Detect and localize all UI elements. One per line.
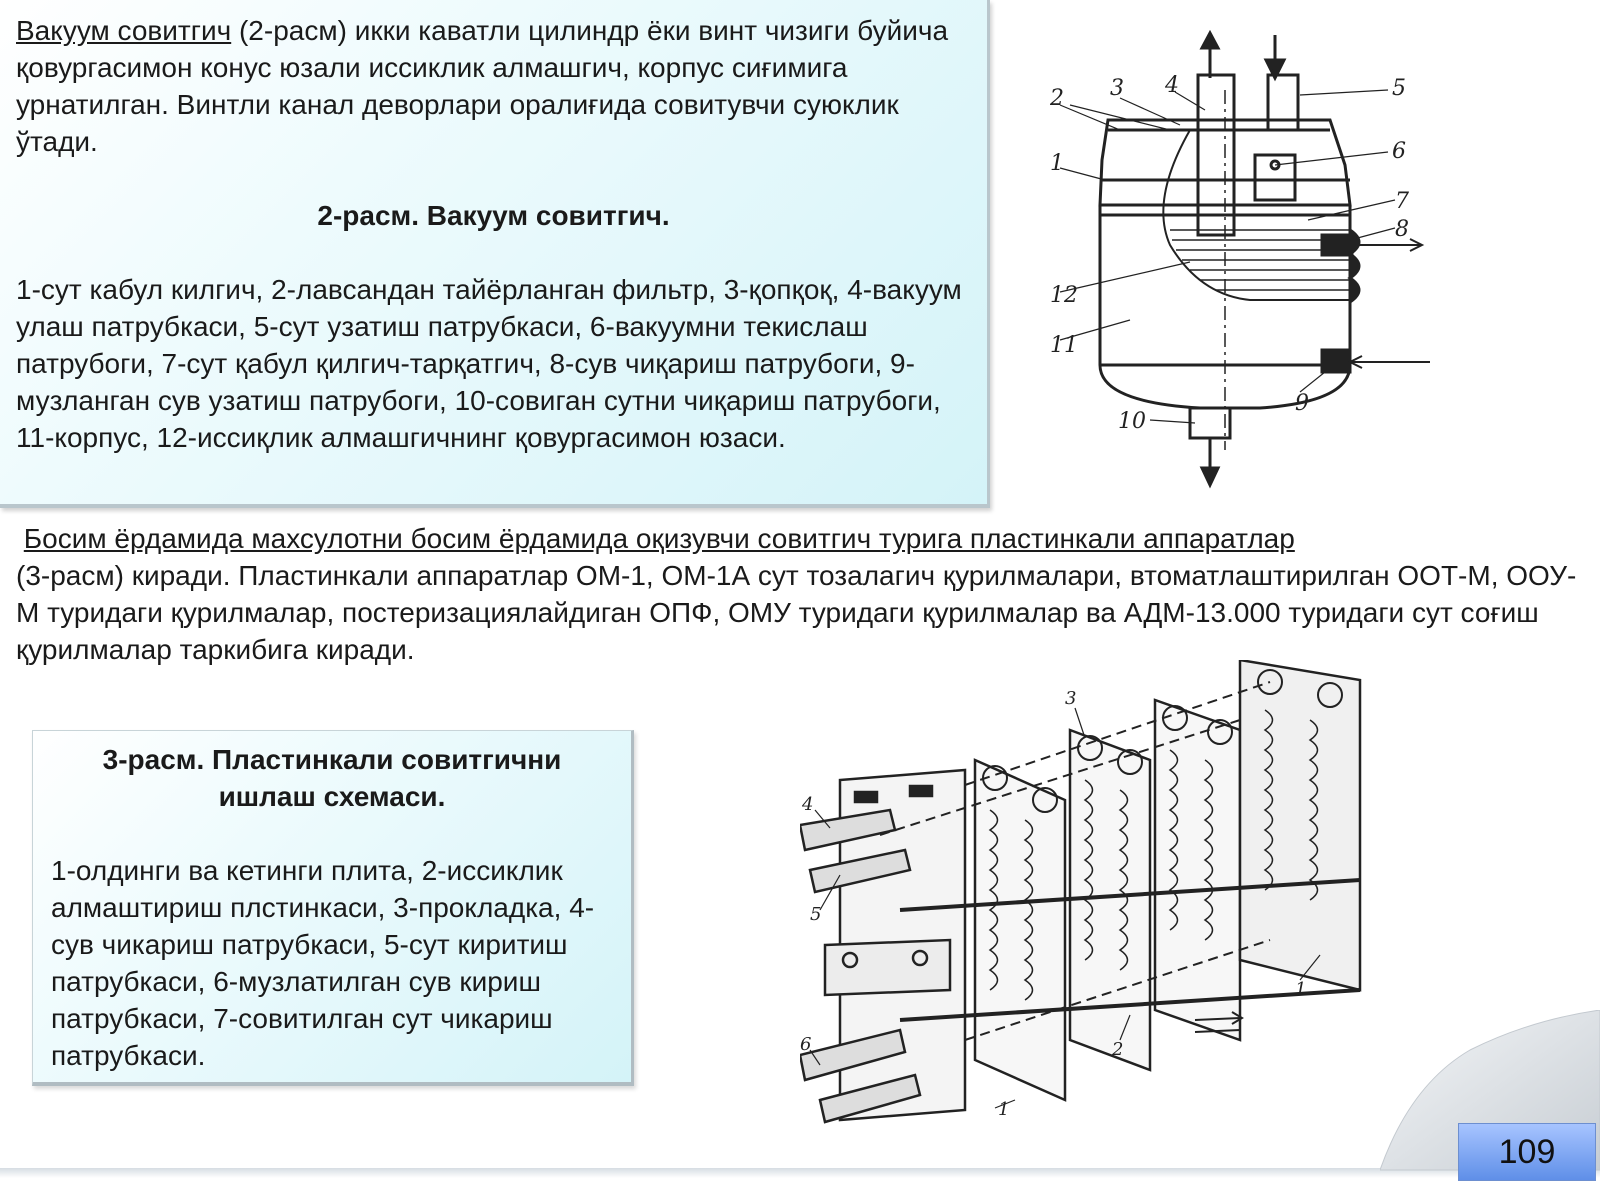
heat-plate-3 (1153, 698, 1242, 1042)
pipe-5 (808, 848, 912, 894)
fig3-label-6: 6 (800, 1034, 811, 1055)
fig2-label-12: 12 (1050, 283, 1078, 308)
figure3-legend: 1-олдинги ва кетинги плита, 2-иссиклик а… (51, 855, 595, 1071)
plate-apparatus-section: Босим ёрдамида махсулотни босим ёрдамида… (16, 520, 1586, 668)
page-number: 109 (1458, 1123, 1596, 1181)
fig3-label-1-front: 1 (998, 1099, 1009, 1120)
chilled-water-inlet-fitting (1320, 348, 1352, 374)
pipe-6 (800, 1028, 907, 1082)
section2-title: Босим ёрдамида махсулотни босим ёрдамида… (23, 523, 1295, 554)
plate-cooler-diagram: 3 4 5 6 2 1 1 (800, 660, 1362, 1124)
figure3-caption-line1: 3-расм. Пластинкали совитгични (102, 744, 562, 775)
fig2-label-7: 7 (1395, 189, 1409, 214)
section1-intro-text: (2-расм) икки каватли цилиндр ёки винт ч… (16, 15, 949, 157)
section2-body: (3-расм) киради. Пластинкали аппаратлар … (16, 560, 1577, 665)
fig2-label-2: 2 (1050, 86, 1064, 111)
back-plate (1238, 660, 1362, 992)
milk-inlet-pipe (1266, 73, 1300, 132)
fig2-label-3: 3 (1110, 76, 1124, 101)
pipe-7 (818, 1073, 922, 1124)
figure2-caption: 2-расм. Вакуум совитгич. (317, 200, 670, 231)
slide-bottom-edge (0, 1168, 1600, 1178)
fig2-label-4: 4 (1164, 73, 1179, 98)
vacuum-equalizer-pipe (1253, 153, 1297, 202)
fig2-label-5: 5 (1392, 76, 1406, 101)
pipe-4 (800, 808, 897, 852)
fig3-label-3: 3 (1065, 688, 1076, 709)
figure2-text-panel: Вакуум совитгич (2-расм) икки каватли ци… (0, 0, 990, 508)
vacuum-cooler-diagram: 2 3 4 5 6 7 8 1 12 11 9 10 (1050, 30, 1430, 489)
figure2-legend: 1-сут кабул килгич, 2-лавсандан тайёрлан… (16, 274, 962, 453)
section1-title: Вакуум совитгич (16, 15, 232, 46)
figure3-caption-line2: ишлаш схемаси. (218, 781, 446, 812)
section1-intro: Вакуум совитгич (2-расм) икки каватли ци… (16, 12, 971, 160)
fig3-label-5: 5 (810, 904, 821, 925)
fig3-label-1-back: 1 (1295, 979, 1306, 1000)
fig2-label-8: 8 (1395, 217, 1409, 242)
fig2-label-6: 6 (1392, 139, 1406, 164)
fig3-label-2: 2 (1111, 1039, 1123, 1060)
front-plate-clamp (823, 938, 952, 997)
water-outlet-fitting (1320, 233, 1354, 257)
figure3-text-panel: 3-расм. Пластинкали совитгични ишлаш схе… (32, 730, 634, 1086)
vacuum-pipe (1196, 73, 1236, 237)
fig2-label-1: 1 (1050, 151, 1064, 176)
milk-outlet-pipe (1188, 406, 1232, 440)
fig2-label-11: 11 (1050, 333, 1078, 358)
fig2-label-10: 10 (1118, 409, 1146, 434)
fig2-label-9: 9 (1295, 391, 1309, 416)
fig3-label-4: 4 (801, 794, 813, 815)
